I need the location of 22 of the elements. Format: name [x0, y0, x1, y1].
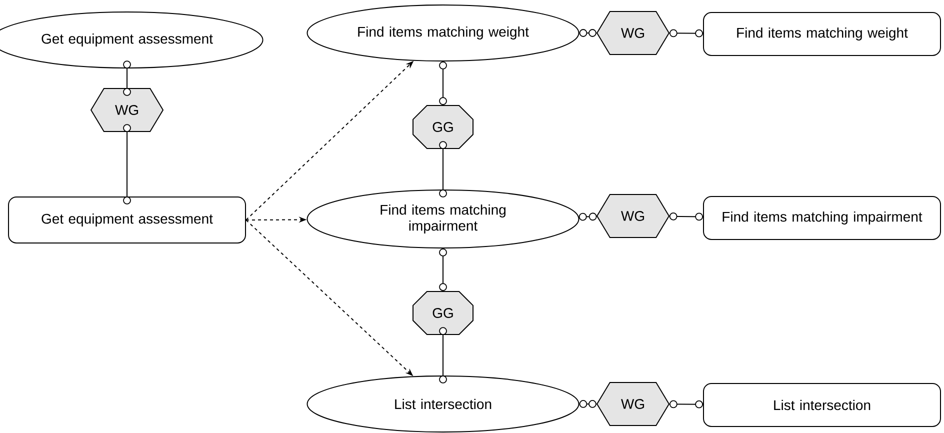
connector: [578, 212, 598, 221]
connector: [123, 60, 131, 96]
connector: [439, 248, 447, 292]
rounded-box: Get equipment assessment: [8, 196, 246, 244]
rounded-box: Find items matching weight: [703, 12, 941, 56]
octagon: GG: [412, 290, 474, 335]
connector: [578, 400, 597, 408]
rounded-box: List intersection: [703, 382, 941, 427]
octagon: GG: [412, 105, 474, 149]
hexagon: WG: [596, 11, 670, 55]
connector: [668, 400, 704, 408]
connector: [439, 327, 447, 384]
hexagon: WG: [90, 88, 164, 132]
connector: [123, 124, 131, 204]
hexagon: WG: [596, 382, 670, 426]
connector: [439, 61, 447, 106]
hexagon: WG: [596, 194, 670, 238]
connector: [439, 141, 447, 198]
connector: [668, 212, 704, 221]
connector: [668, 29, 704, 38]
connector: [578, 29, 597, 37]
rounded-box: Find items matching impairment: [703, 196, 941, 240]
